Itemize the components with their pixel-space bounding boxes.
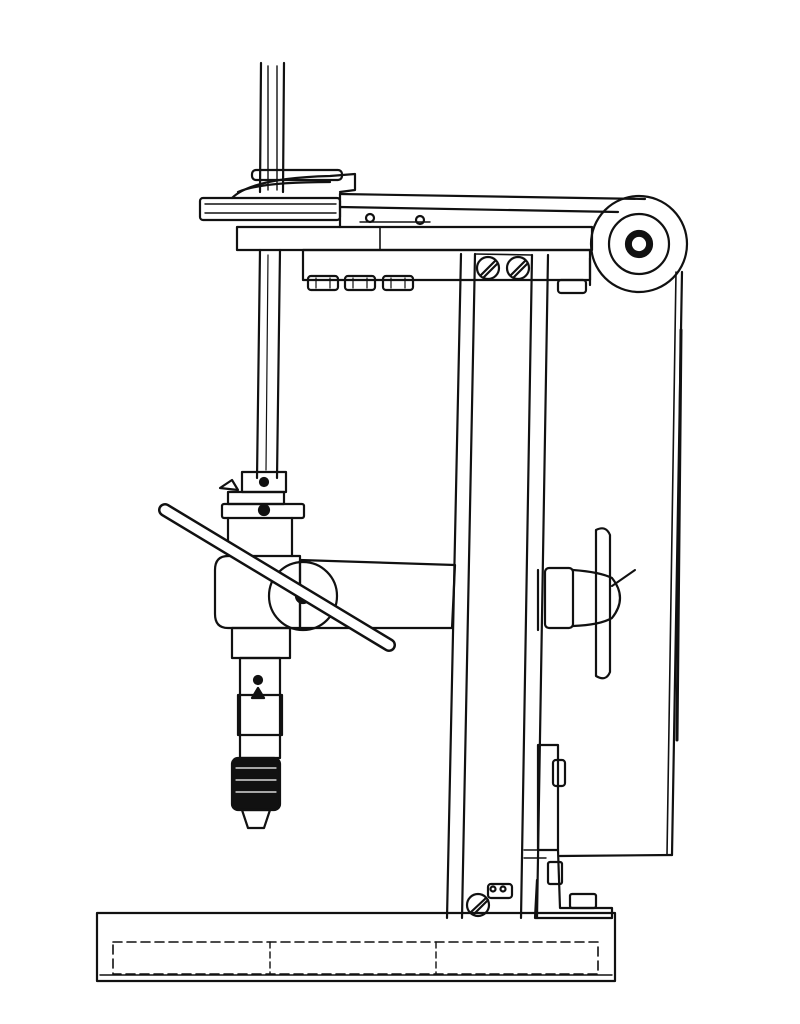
column <box>447 254 612 918</box>
top-arm <box>237 194 645 280</box>
depth-collar <box>220 472 304 518</box>
quill-head <box>215 518 455 658</box>
motor-housing <box>560 258 682 856</box>
arm-nuts <box>308 276 586 293</box>
feed-handle <box>165 510 389 645</box>
column-lock-handwheel <box>538 528 635 678</box>
column-top-bolts <box>477 257 529 279</box>
base-plate <box>97 913 615 981</box>
spindle-shaft <box>257 63 284 478</box>
spindle-pulley <box>200 170 355 220</box>
base-bolts <box>467 884 512 916</box>
motor-pulley <box>591 196 687 292</box>
drill-chuck <box>232 658 282 828</box>
